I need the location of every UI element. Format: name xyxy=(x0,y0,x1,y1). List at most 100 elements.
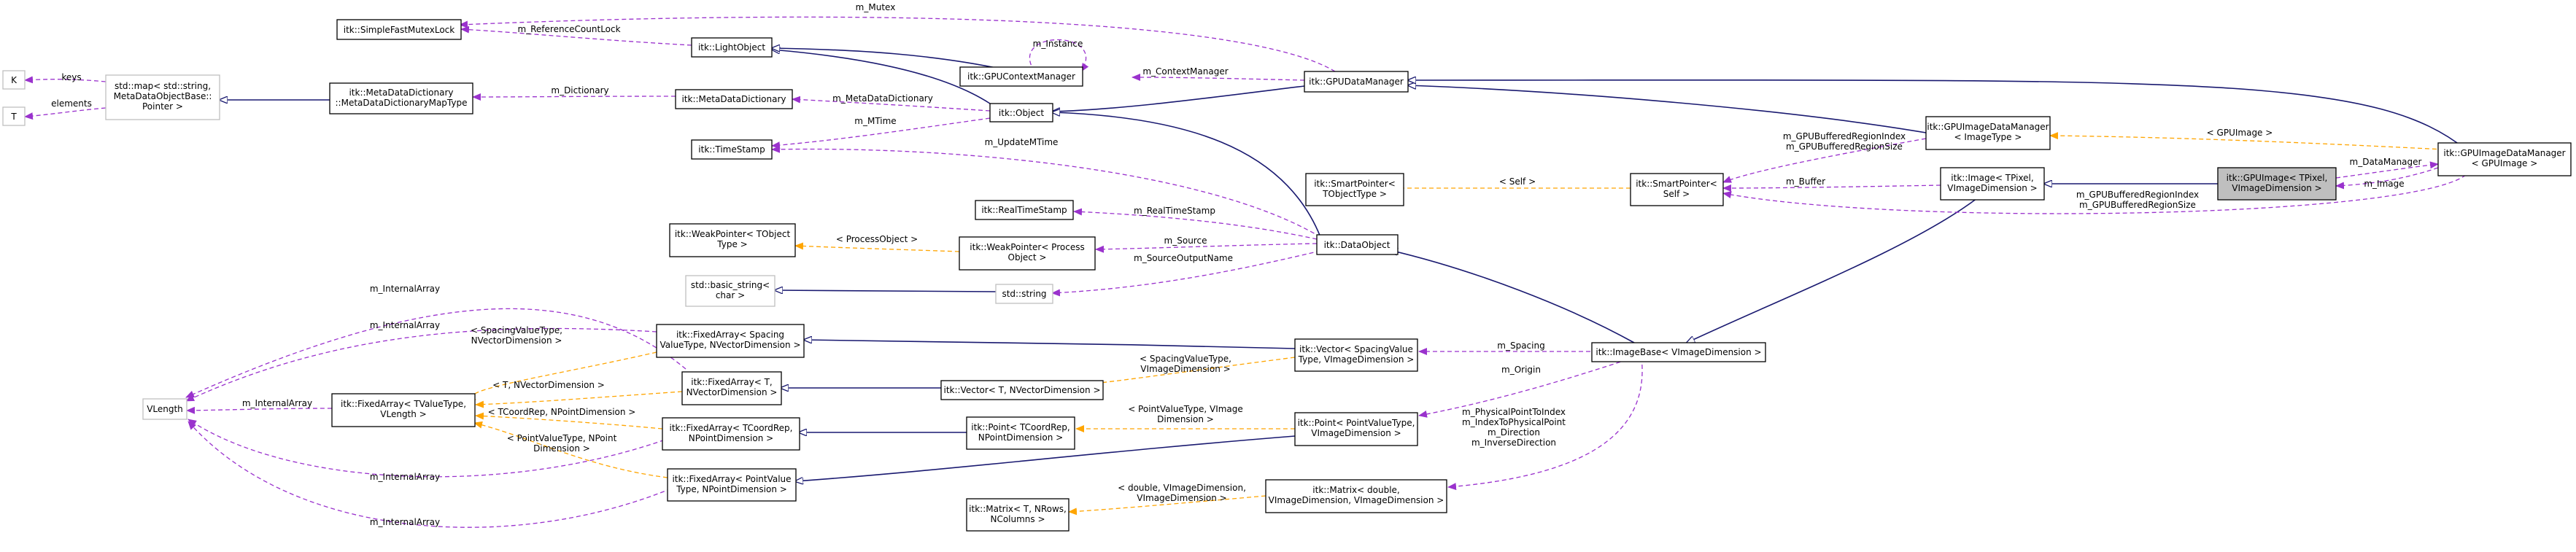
svg-text:itk::GPUDataManager: itk::GPUDataManager xyxy=(1309,77,1404,87)
text-line: ::MetaDataDictionaryMapType xyxy=(336,98,468,108)
edge-tmpl-tcoordrep xyxy=(475,412,663,429)
edge-use-dictionary xyxy=(472,93,676,101)
label-buffer: m_Buffer xyxy=(1786,176,1825,187)
text-line: itk::RealTimeStamp xyxy=(981,205,1067,215)
node-vlength[interactable]: VLength xyxy=(142,398,187,420)
text-line: itk::Object xyxy=(999,108,1044,118)
node-t[interactable]: T xyxy=(2,106,26,126)
text-line: itk::ImageBase< VImageDimension > xyxy=(1596,347,1761,357)
label-double-tmpl: < double, VImageDimension,VImageDimensio… xyxy=(1118,483,1246,503)
text-line: VLength xyxy=(147,404,183,414)
svg-text:itk::Matrix< double,VImageDime: itk::Matrix< double,VImageDimension, VIm… xyxy=(1269,485,1444,505)
text-line: m_Spacing xyxy=(1497,341,1544,351)
text-line: itk::WeakPointer< Process xyxy=(970,242,1084,252)
node-basic-string[interactable]: std::basic_string<char > xyxy=(685,275,775,307)
edge-tmpl-processobject xyxy=(794,242,960,252)
text-line: < GPUImage > xyxy=(2472,158,2538,168)
node-std-map[interactable]: std::map< std::string,MetaDataObjectBase… xyxy=(105,74,220,120)
node-simple-fast-mutex-lock[interactable]: itk::SimpleFastMutexLock xyxy=(336,19,462,40)
edge-tmpl-gpuimage xyxy=(2049,132,2445,150)
svg-text:std::string: std::string xyxy=(1002,289,1046,299)
node-image-base[interactable]: itk::ImageBase< VImageDimension > xyxy=(1591,342,1766,362)
edge-tmpl-tnvector xyxy=(475,391,683,408)
node-real-time-stamp[interactable]: itk::RealTimeStamp xyxy=(975,200,1074,220)
edge-inherit-stdstring-basicstring xyxy=(775,290,997,292)
text-line: itk::GPUContextManager xyxy=(967,71,1075,82)
label-self: < Self > xyxy=(1499,176,1536,187)
label-origin: m_Origin xyxy=(1501,365,1541,375)
label-elements: elements xyxy=(51,98,92,109)
svg-text:itk::TimeStamp: itk::TimeStamp xyxy=(698,144,765,155)
text-line: MetaDataObjectBase:: xyxy=(114,91,212,101)
node-image[interactable]: itk::Image< TPixel,VImageDimension > xyxy=(1940,167,2045,201)
node-metadatadictionary-maptype[interactable]: itk::MetaDataDictionary::MetaDataDiction… xyxy=(329,82,473,114)
text-line: m_Image xyxy=(2364,179,2404,189)
label-internalarray-4: m_InternalArray xyxy=(370,472,440,482)
text-line: < PointValueType, NPoint xyxy=(507,433,617,443)
node-vector-t-nvectordimension[interactable]: itk::Vector< T, NVectorDimension > xyxy=(940,380,1104,400)
node-object[interactable]: itk::Object xyxy=(989,103,1053,123)
text-line: VImageDimension > xyxy=(1947,183,2037,193)
label-instance: m_Instance xyxy=(1033,39,1083,49)
node-time-stamp[interactable]: itk::TimeStamp xyxy=(691,139,773,160)
text-line: itk::Vector< SpacingValue xyxy=(1299,344,1413,354)
svg-text:itk::Vector< T, NVectorDimensi: itk::Vector< T, NVectorDimension > xyxy=(943,385,1100,395)
edge-use-physical xyxy=(1447,357,1643,491)
node-matrix-double[interactable]: itk::Matrix< double,VImageDimension, VIm… xyxy=(1265,479,1447,513)
node-gpu-image[interactable]: itk::GPUImage< TPixel,VImageDimension > xyxy=(2217,167,2337,201)
text-line: < PointValueType, VImage xyxy=(1128,404,1243,414)
node-gpu-image-data-manager-imagetype[interactable]: itk::GPUImageDataManager< ImageType > xyxy=(1925,116,2051,150)
node-point-tcoordrep[interactable]: itk::Point< TCoordRep,NPointDimension > xyxy=(966,416,1075,450)
text-line: Type > xyxy=(716,239,747,249)
edge-use-mutex xyxy=(459,16,1336,72)
text-line: itk::Image< TPixel, xyxy=(1951,173,2033,183)
text-line: m_Origin xyxy=(1501,365,1541,375)
svg-text:itk::SmartPointer<Self >: itk::SmartPointer<Self > xyxy=(1636,179,1717,199)
text-line: itk::Matrix< T, NRows, xyxy=(969,504,1067,514)
text-line: NColumns > xyxy=(990,514,1045,524)
node-smart-pointer-self[interactable]: itk::SmartPointer<Self > xyxy=(1630,173,1724,206)
edge-tmpl-pointvalue xyxy=(473,421,668,478)
node-gpu-context-manager[interactable]: itk::GPUContextManager xyxy=(959,66,1083,87)
text-line: < Self > xyxy=(1499,176,1536,187)
text-line: itk::GPUImage< TPixel, xyxy=(2227,173,2328,183)
svg-text:itk::SmartPointer<TObjectType: itk::SmartPointer<TObjectType > xyxy=(1314,179,1396,199)
text-line: TObjectType > xyxy=(1322,189,1387,199)
node-fixed-array-tcoordrep[interactable]: itk::FixedArray< TCoordRep,NPointDimensi… xyxy=(662,417,800,451)
node-k[interactable]: K xyxy=(2,70,26,90)
node-matrix-t[interactable]: itk::Matrix< T, NRows,NColumns > xyxy=(966,498,1070,532)
label-source: m_Source xyxy=(1164,236,1207,246)
label-processobject: < ProcessObject > xyxy=(836,234,918,244)
label-spacingvalue-tmpl: < SpacingValueType,NVectorDimension > xyxy=(471,325,562,346)
text-line: VImageDimension > xyxy=(2232,183,2321,193)
edge-use-internalarray-5 xyxy=(187,421,672,528)
svg-text:T: T xyxy=(10,112,17,122)
node-light-object[interactable]: itk::LightObject xyxy=(691,37,773,58)
text-line: itk::MetaDataDictionary xyxy=(681,94,786,104)
node-point-pointvaluetype[interactable]: itk::Point< PointValueType,VImageDimensi… xyxy=(1294,412,1418,446)
svg-text:itk::WeakPointer< TObjectType: itk::WeakPointer< TObjectType > xyxy=(675,229,791,249)
text-line: < TCoordRep, NPointDimension > xyxy=(488,407,636,417)
node-gpu-data-manager[interactable]: itk::GPUDataManager xyxy=(1304,71,1409,93)
node-fixed-array-tvaluetype[interactable]: itk::FixedArray< TValueType,VLength > xyxy=(331,393,476,427)
text-line: m_Dictionary xyxy=(551,85,608,96)
node-smart-pointer-tobjecttype[interactable]: itk::SmartPointer<TObjectType > xyxy=(1305,173,1404,206)
text-line: VImageDimension > xyxy=(1137,493,1226,503)
node-metadatadictionary[interactable]: itk::MetaDataDictionary xyxy=(675,89,793,109)
node-gpu-image-data-manager-gpuimage[interactable]: itk::GPUImageDataManager< GPUImage > xyxy=(2437,142,2572,176)
node-std-string[interactable]: std::string xyxy=(995,284,1053,304)
text-line: itk::FixedArray< TValueType, xyxy=(341,399,466,409)
node-data-object[interactable]: itk::DataObject xyxy=(1316,234,1399,255)
label-image: m_Image xyxy=(2364,179,2404,189)
text-line: m_InverseDirection xyxy=(1471,438,1556,448)
text-line: m_InternalArray xyxy=(370,517,440,527)
text-line: itk::FixedArray< TCoordRep, xyxy=(669,423,792,433)
text-line: NVectorDimension > xyxy=(686,387,778,397)
node-fixed-array-t[interactable]: itk::FixedArray< T,NVectorDimension > xyxy=(681,371,782,405)
